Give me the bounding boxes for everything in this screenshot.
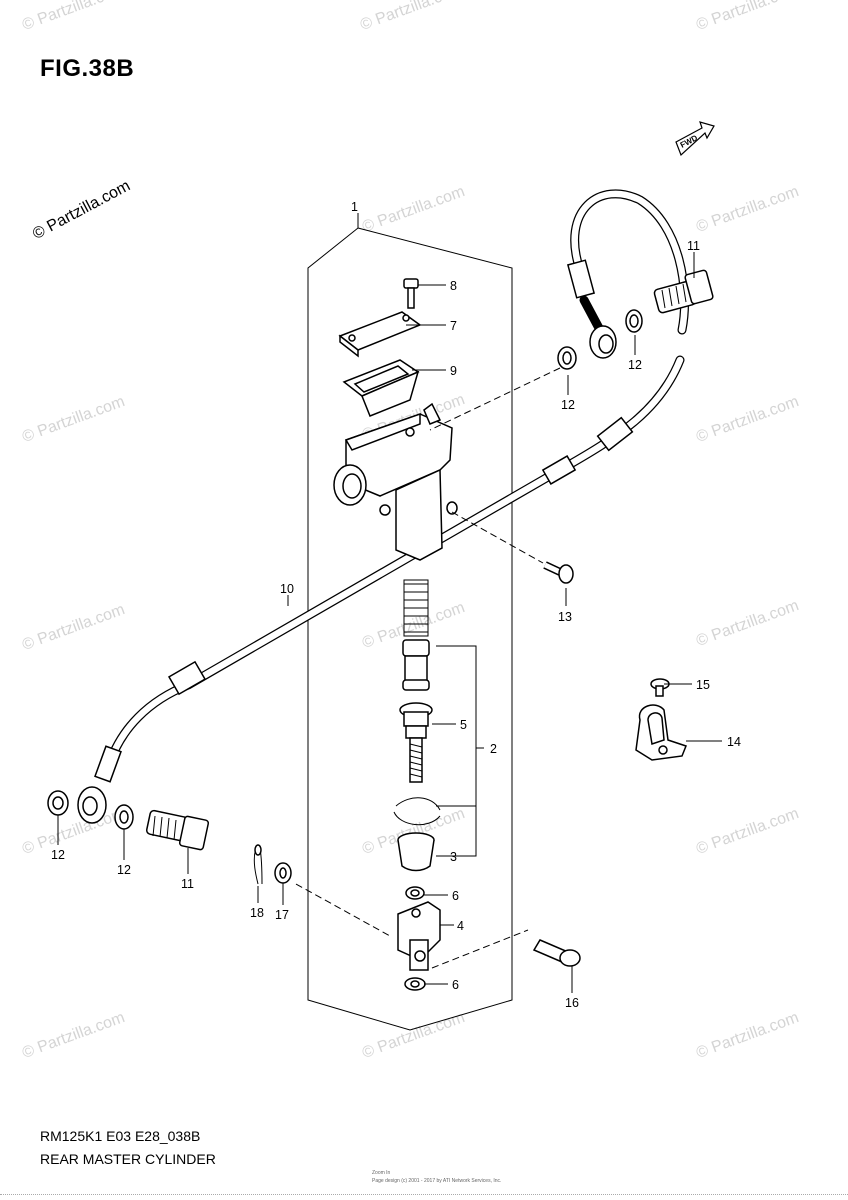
spring: [403, 579, 429, 637]
callout-numbers: 1 2 3 4 5 6 6 7 8 9 10 11 11 12 12 12 12…: [51, 200, 741, 1010]
pin-16: [532, 939, 581, 967]
callout-3: 3: [450, 850, 457, 864]
washer-12-c: [47, 790, 69, 816]
reservoir-cap-7: [338, 311, 422, 358]
callout-7: 7: [450, 319, 457, 333]
banjo-fitting-upper: [579, 295, 617, 359]
assembly-outline: [307, 227, 513, 1031]
washer-17: [274, 862, 292, 884]
callout-13: 13: [558, 610, 572, 624]
piston: [402, 639, 430, 691]
leader-lines: [57, 213, 722, 993]
fwd-arrow-icon: FWD: [675, 121, 715, 157]
clevis-4: [397, 901, 441, 971]
callout-11-upper: 11: [687, 239, 700, 253]
callout-14: 14: [727, 735, 741, 749]
nut-6-lower: [404, 977, 426, 991]
callout-11-lower: 11: [181, 877, 194, 891]
bottom-divider: [0, 1194, 848, 1195]
callout-18: 18: [250, 906, 264, 920]
callout-2: 2: [490, 742, 497, 756]
banjo-fitting-lower: [77, 786, 107, 824]
union-bolt-11-upper: [653, 269, 714, 314]
callout-8: 8: [450, 279, 457, 293]
washer-12-b: [625, 309, 643, 333]
brake-hose-10: [94, 355, 685, 783]
clamp-14: [635, 704, 687, 761]
callout-9: 9: [450, 364, 457, 378]
diaphragm-9: [342, 359, 420, 417]
footer-zoom-text: Zoom In: [372, 1170, 391, 1176]
figure-name: REAR MASTER CYLINDER: [40, 1151, 216, 1167]
union-bolt-11-lower: [145, 809, 210, 851]
callout-1: 1: [351, 200, 358, 214]
boot-3: [397, 832, 435, 872]
nut-6-upper: [405, 886, 425, 900]
callout-12-a: 12: [561, 398, 575, 412]
washer-12-d: [114, 804, 134, 830]
figure-title: FIG.38B: [40, 55, 135, 82]
washer-12-a: [557, 346, 577, 370]
screw-13: [543, 561, 574, 584]
callout-17: 17: [275, 908, 289, 922]
bolt-8: [403, 278, 419, 309]
push-rod-5: [399, 702, 433, 783]
callout-4: 4: [457, 919, 464, 933]
cotter-pin-18: [253, 844, 263, 885]
callout-15: 15: [696, 678, 710, 692]
alignment-lines: [295, 367, 561, 969]
callout-12-b: 12: [628, 358, 642, 372]
callout-5: 5: [460, 718, 467, 732]
master-cylinder-body: [333, 402, 458, 561]
callout-6-lower: 6: [452, 978, 459, 992]
figure-code: RM125K1 E03 E28_038B: [40, 1128, 201, 1144]
callout-12-c: 12: [51, 848, 65, 862]
callout-6-upper: 6: [452, 889, 459, 903]
callout-16: 16: [565, 996, 579, 1010]
circlip: [393, 797, 441, 826]
footer-copyright: Page design (c) 2001 - 2017 by ATI Netwo…: [372, 1178, 502, 1184]
callout-10: 10: [280, 582, 294, 596]
screw-15: [650, 678, 670, 697]
callout-12-d: 12: [117, 863, 131, 877]
